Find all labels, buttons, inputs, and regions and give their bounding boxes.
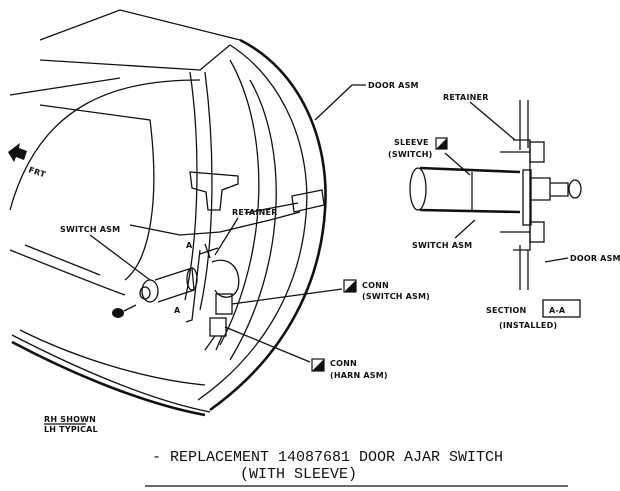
conn-harn-sub-label: (HARN ASM) — [330, 371, 388, 380]
door-assembly-drawing — [9, 9, 327, 417]
section-id-box — [542, 299, 581, 318]
caption-line2: (WITH SLEEVE) — [240, 466, 357, 483]
conn-switch-symbol-icon — [343, 279, 357, 293]
conn-symbol-icon — [435, 137, 448, 150]
retainer-label: RETAINER — [232, 208, 278, 217]
front-label: FRT — [27, 165, 47, 179]
sleeve-sub-label: (SWITCH) — [388, 150, 433, 159]
section-marker-top: A — [186, 241, 193, 250]
section-a-a-drawing — [409, 100, 582, 290]
retainer-section-label: RETAINER — [443, 93, 489, 102]
conn-harn-symbol-icon — [311, 358, 325, 372]
conn-switch-sub-label: (SWITCH ASM) — [362, 292, 430, 301]
front-arrow-icon — [8, 143, 27, 162]
section-label: SECTION — [486, 306, 526, 315]
section-id: A-A — [549, 306, 566, 315]
lh-typical-label: LH TYPICAL — [44, 425, 98, 434]
rh-shown-label: RH SHOWN — [44, 415, 96, 424]
sleeve-label: SLEEVE — [394, 138, 429, 147]
installed-label: (INSTALLED) — [499, 321, 557, 330]
caption-line1: - REPLACEMENT 14087681 DOOR AJAR SWITCH — [152, 449, 503, 466]
conn-switch-label: CONN — [362, 281, 389, 290]
door-asm-section-label: DOOR ASM — [570, 254, 620, 263]
section-marker-bottom: A — [174, 306, 181, 315]
leader-lines — [89, 84, 569, 363]
conn-harn-label: CONN — [330, 359, 357, 368]
door-asm-label: DOOR ASM — [368, 81, 419, 90]
switch-asm-label: SWITCH ASM — [60, 225, 120, 234]
switch-asm-section-label: SWITCH ASM — [412, 241, 472, 250]
